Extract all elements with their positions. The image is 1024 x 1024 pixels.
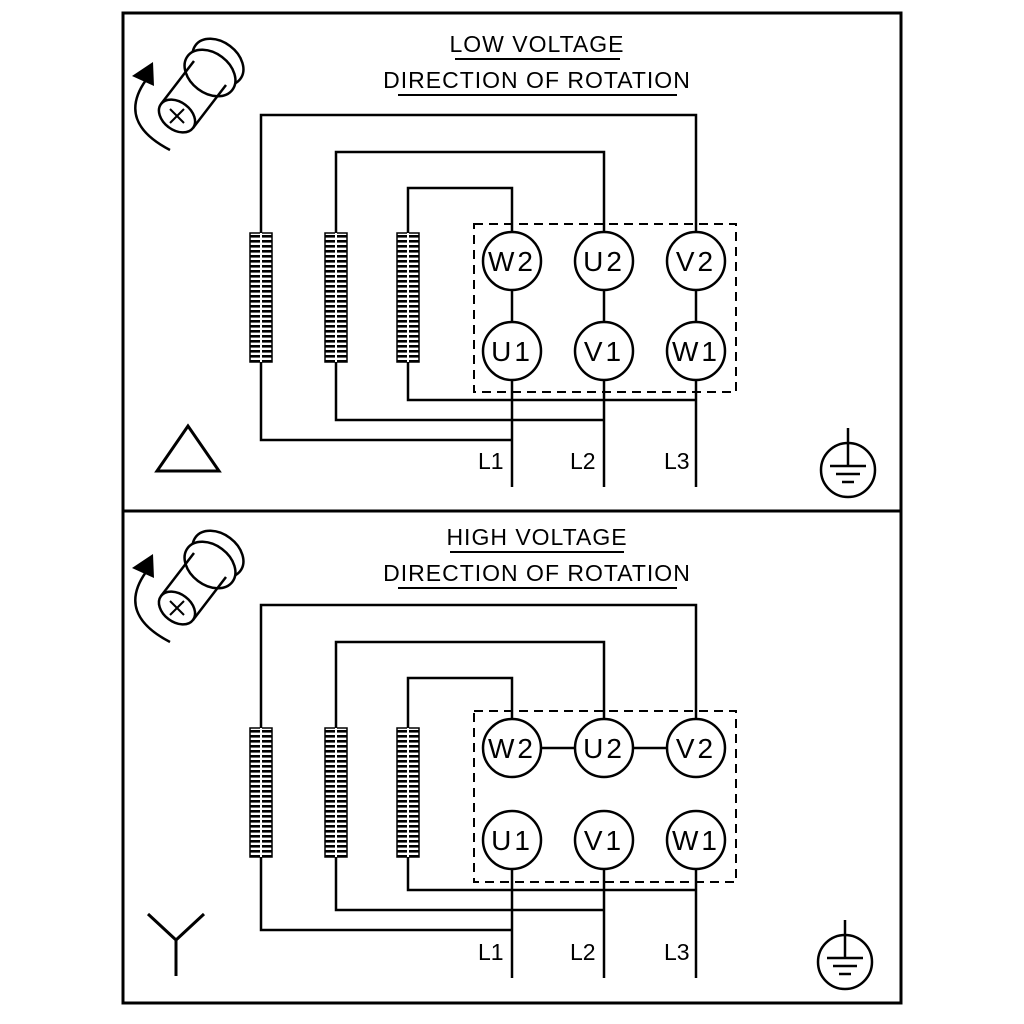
winding-coil-1 bbox=[249, 232, 273, 363]
line-lead-label-l1: L1 bbox=[478, 939, 504, 965]
line-lead-label-l2: L2 bbox=[570, 448, 596, 474]
terminal-label: U1 bbox=[491, 825, 533, 856]
panel-title: LOW VOLTAGE bbox=[449, 31, 624, 57]
terminal-u2: U2 bbox=[573, 230, 635, 292]
wiring-lines bbox=[259, 113, 698, 487]
panel-subtitle: DIRECTION OF ROTATION bbox=[383, 67, 691, 93]
terminal-v2: V2 bbox=[665, 717, 727, 779]
motor-shaft-rotation-icon bbox=[130, 519, 254, 644]
terminal-v1: V1 bbox=[573, 809, 635, 871]
terminal-board-outline bbox=[473, 223, 737, 393]
terminal-label: W2 bbox=[488, 246, 536, 277]
line-lead-label-l1: L1 bbox=[478, 448, 504, 474]
winding-coil-1 bbox=[249, 727, 273, 858]
line-lead-label-l3: L3 bbox=[664, 939, 690, 965]
terminal-label: V1 bbox=[584, 825, 624, 856]
terminal-u1: U1 bbox=[481, 809, 543, 871]
terminal-w1: W1 bbox=[665, 320, 727, 382]
star-connection-icon bbox=[146, 912, 206, 976]
ground-icon bbox=[816, 918, 874, 991]
panel-subtitle: DIRECTION OF ROTATION bbox=[383, 560, 691, 586]
panel-title: HIGH VOLTAGE bbox=[446, 524, 627, 550]
winding-coil-3 bbox=[396, 727, 420, 858]
winding-coil-2 bbox=[324, 232, 348, 363]
terminal-label: U2 bbox=[583, 246, 625, 277]
terminal-label: U2 bbox=[583, 733, 625, 764]
terminal-board-outline bbox=[473, 710, 737, 883]
terminal-v2: V2 bbox=[665, 230, 727, 292]
motor-shaft-rotation-icon bbox=[130, 27, 254, 152]
terminal-label: V1 bbox=[584, 336, 624, 367]
diagram-border bbox=[121, 11, 903, 1005]
terminal-w1: W1 bbox=[665, 809, 727, 871]
terminal-label: U1 bbox=[491, 336, 533, 367]
winding-coil-2 bbox=[324, 727, 348, 858]
terminal-label: W1 bbox=[672, 336, 720, 367]
winding-coil-3 bbox=[396, 232, 420, 363]
terminal-w2: W2 bbox=[481, 717, 543, 779]
terminal-label: V2 bbox=[676, 733, 716, 764]
ground-icon bbox=[819, 426, 877, 499]
line-lead-label-l3: L3 bbox=[664, 448, 690, 474]
terminal-u2: U2 bbox=[573, 717, 635, 779]
low-voltage-panel: LOW VOLTAGE DIRECTION OF ROTATION bbox=[130, 27, 877, 499]
delta-connection-icon bbox=[154, 423, 222, 473]
line-lead-label-l2: L2 bbox=[570, 939, 596, 965]
terminal-label: W1 bbox=[672, 825, 720, 856]
terminal-v1: V1 bbox=[573, 320, 635, 382]
terminal-label: W2 bbox=[488, 733, 536, 764]
wiring-lines bbox=[259, 603, 698, 978]
terminal-label: V2 bbox=[676, 246, 716, 277]
terminal-u1: U1 bbox=[481, 320, 543, 382]
terminal-w2: W2 bbox=[481, 230, 543, 292]
high-voltage-panel: HIGH VOLTAGE DIRECTION OF ROTATION bbox=[130, 519, 874, 991]
